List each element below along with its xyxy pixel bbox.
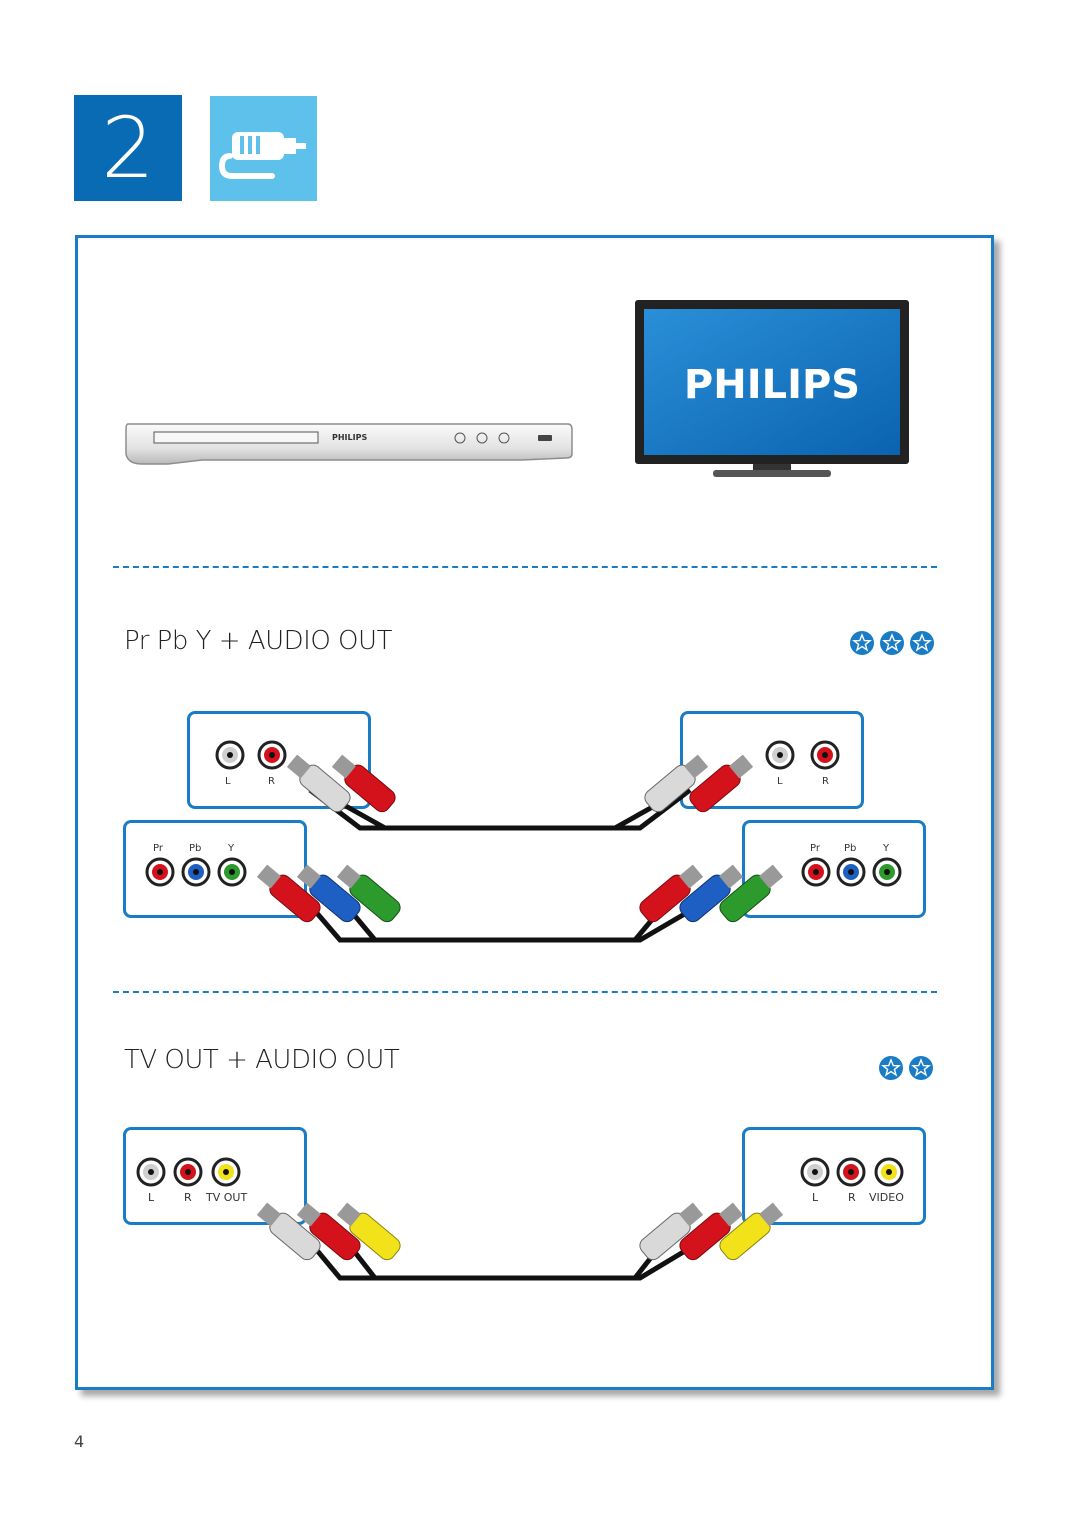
plug-red bbox=[689, 754, 754, 813]
plug-white bbox=[644, 754, 709, 813]
component-cable-diagram bbox=[145, 740, 902, 943]
plug-blue bbox=[296, 864, 361, 923]
section-title-composite: TV OUT + AUDIO OUT bbox=[124, 1045, 400, 1075]
section-title-component: Pr Pb Y + AUDIO OUT bbox=[124, 626, 392, 656]
label-pb: Pb bbox=[189, 843, 202, 854]
jack-audio-l bbox=[215, 740, 245, 770]
plug-red bbox=[331, 754, 396, 813]
label-video: VIDEO bbox=[869, 1191, 904, 1204]
plug-white bbox=[286, 754, 351, 813]
label-audio-r: R bbox=[268, 776, 275, 787]
label-audio-l: L bbox=[225, 776, 231, 787]
jack-pr bbox=[145, 857, 175, 887]
plug-red bbox=[256, 864, 321, 923]
jack-audio-l bbox=[136, 1157, 166, 1187]
label-pr: Pr bbox=[153, 843, 163, 854]
jack-y bbox=[217, 857, 247, 887]
rating-stars-3 bbox=[850, 631, 934, 655]
jack-audio-r bbox=[257, 740, 287, 770]
label-audio-l: L bbox=[777, 776, 783, 787]
plug-yellow bbox=[719, 1202, 784, 1261]
jack-pb bbox=[836, 857, 866, 887]
label-audio-l: L bbox=[812, 1191, 819, 1204]
section-divider bbox=[113, 991, 937, 993]
star-icon bbox=[910, 631, 934, 655]
step-icon-box bbox=[210, 96, 317, 201]
jack-y bbox=[872, 857, 902, 887]
jack-audio-r bbox=[836, 1157, 866, 1187]
label-y: Y bbox=[883, 843, 890, 854]
plug-green bbox=[719, 864, 784, 923]
jack-tv-out bbox=[211, 1157, 241, 1187]
plug-green bbox=[336, 864, 401, 923]
plug-white bbox=[256, 1202, 321, 1261]
label-audio-r: R bbox=[822, 776, 829, 787]
plug-red bbox=[296, 1202, 361, 1261]
page-number: 4 bbox=[74, 1432, 85, 1451]
star-icon bbox=[879, 1056, 903, 1080]
dvd-brand-label: PHILIPS bbox=[332, 433, 367, 442]
television: PHILIPS bbox=[635, 300, 909, 477]
section-divider bbox=[113, 566, 937, 568]
jack-video bbox=[874, 1157, 904, 1187]
label-tv-out: TV OUT bbox=[206, 1191, 248, 1204]
plug-red bbox=[639, 864, 704, 923]
dvd-player: PHILIPS bbox=[125, 423, 573, 465]
diagram-frame bbox=[75, 235, 994, 1390]
star-icon bbox=[909, 1056, 933, 1080]
plug-blue bbox=[679, 864, 744, 923]
jack-pb bbox=[181, 857, 211, 887]
label-pr: Pr bbox=[810, 843, 820, 854]
label-audio-r: R bbox=[848, 1191, 856, 1204]
tv-brand-label: PHILIPS bbox=[684, 362, 860, 408]
plug-red bbox=[679, 1202, 744, 1261]
jack-pr bbox=[801, 857, 831, 887]
label-pb: Pb bbox=[844, 843, 857, 854]
jack-audio-r bbox=[173, 1157, 203, 1187]
tv-composite-panel bbox=[742, 1127, 926, 1225]
plug-yellow bbox=[336, 1202, 401, 1261]
star-icon bbox=[850, 631, 874, 655]
star-icon bbox=[880, 631, 904, 655]
label-y: Y bbox=[228, 843, 235, 854]
jack-audio-r bbox=[810, 740, 840, 770]
step-number-box: 2 bbox=[74, 95, 182, 201]
jack-audio-l bbox=[800, 1157, 830, 1187]
jack-audio-l bbox=[765, 740, 795, 770]
plug-white bbox=[639, 1202, 704, 1261]
rating-stars-2 bbox=[879, 1056, 933, 1080]
label-audio-l: L bbox=[148, 1191, 155, 1204]
composite-cable-diagram bbox=[136, 1157, 904, 1281]
label-audio-r: R bbox=[184, 1191, 192, 1204]
cable-icon bbox=[218, 132, 306, 179]
